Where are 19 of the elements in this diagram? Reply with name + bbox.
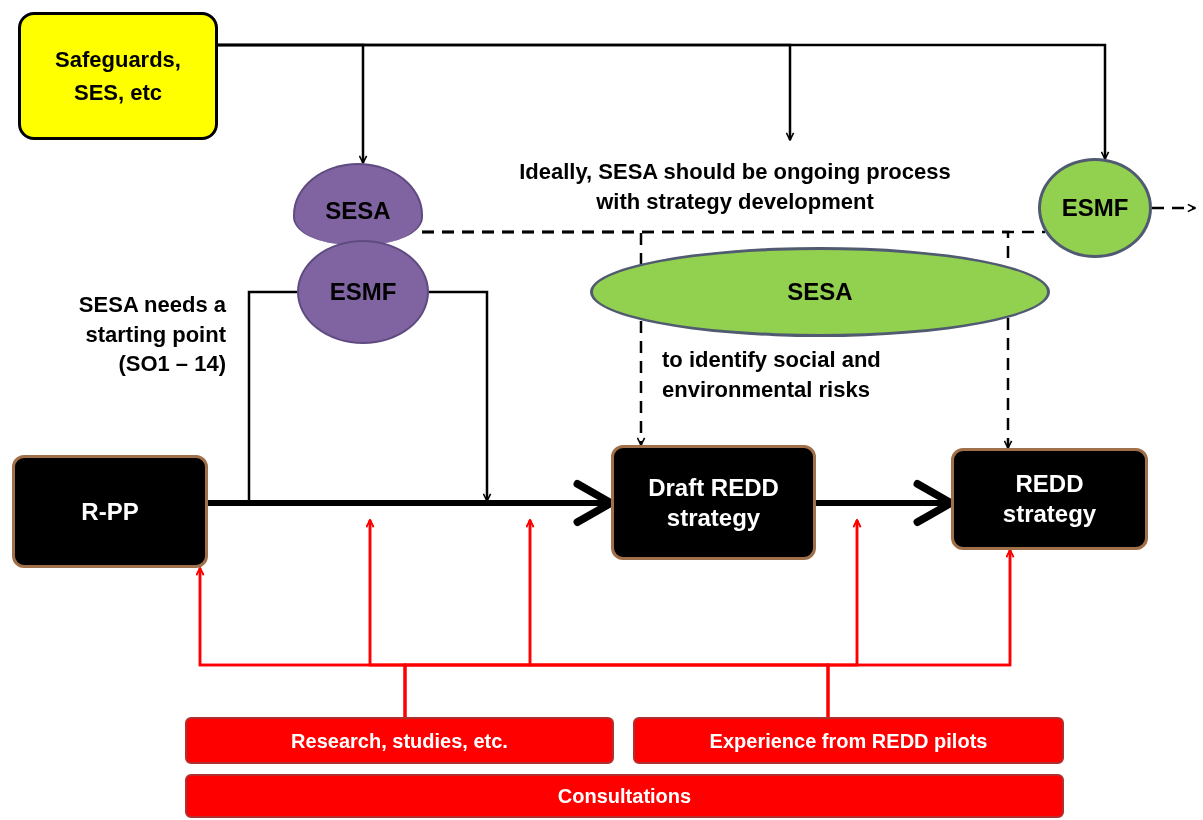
process-box: Draft REDD strategy [611,445,816,560]
process-ellipse: SESA [590,247,1050,337]
process-ellipse: ESMF [297,240,429,344]
source-bar: Research, studies, etc. [185,717,614,764]
dashed-arrow [636,321,646,446]
annotation-text: SESA needs a starting point (SO1 – 14) [77,291,226,379]
source-bar: Experience from REDD pilots [633,717,1064,764]
arrow [429,290,492,502]
annotation-text: Ideally, SESA should be ongoing process with strategy development [518,158,952,216]
process-ellipse: ESMF [1038,158,1152,258]
annotation-text: to identify social and environmental risks [662,346,882,404]
dashed-arrow [1003,318,1013,449]
process-box: R-PP [12,455,208,568]
process-box: REDD strategy [951,448,1148,550]
source-bar: Consultations [185,774,1064,818]
arrow [826,549,1015,717]
dashed-arrow [1152,203,1196,213]
arrow [218,43,1110,160]
input-box: Safeguards, SES, etc [18,12,218,140]
